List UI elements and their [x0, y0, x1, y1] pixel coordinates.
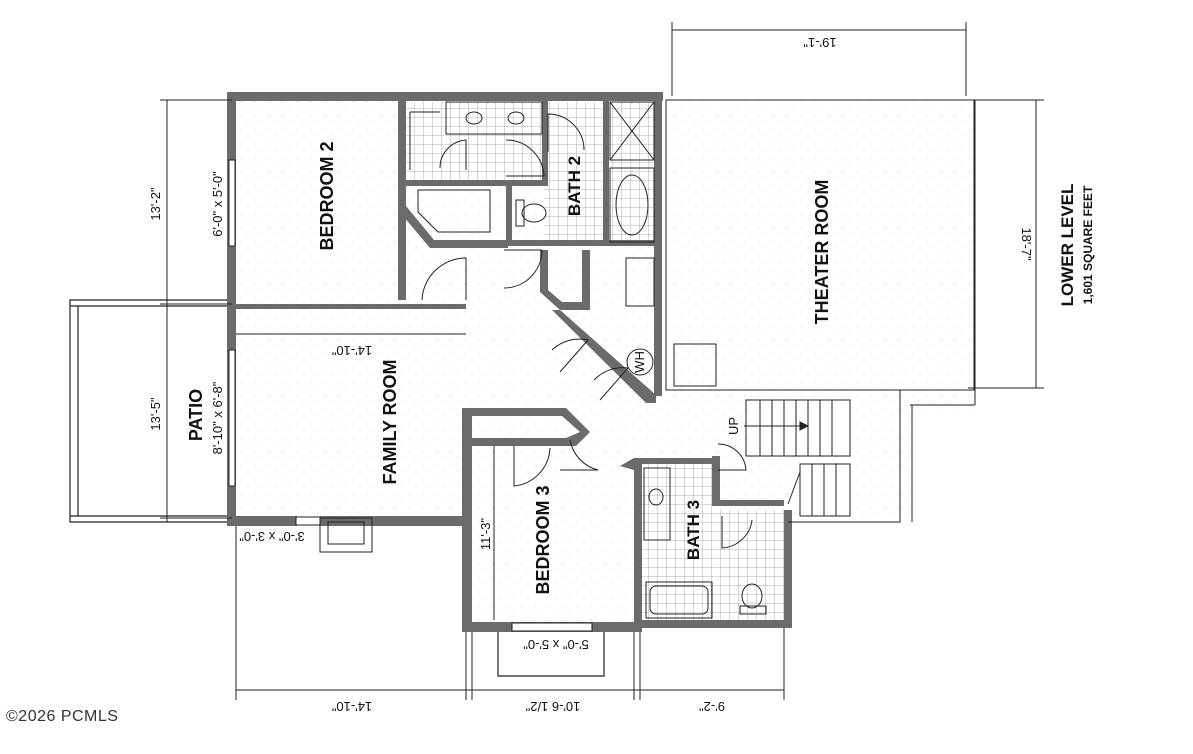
room-label-bath-2: BATH 2	[565, 156, 584, 216]
stairs	[744, 399, 851, 517]
patio-outline	[69, 299, 605, 677]
dim-bottom-family: 14'-10"	[331, 699, 372, 714]
theater-outline	[665, 99, 976, 523]
dim-bottom-bedroom3: 10'-6 1/2"	[525, 699, 580, 714]
copyright-notice: ©2026 PCMLS	[6, 708, 119, 725]
sink-icon	[507, 111, 525, 125]
windows	[228, 159, 593, 632]
level-area: 1,601 SQUARE FEET	[1081, 185, 1095, 304]
dim-family-width: 14'-10"	[331, 343, 372, 358]
stair-arrow-icon	[799, 421, 810, 431]
water-heater-label: WH	[632, 351, 647, 373]
dim-top-theater: 19'-1"	[803, 35, 837, 50]
level-title: LOWER LEVEL	[1058, 184, 1077, 307]
window-label-bedroom3: 5'-0" x 5'-0"	[523, 637, 589, 652]
bathtub-icon	[615, 174, 649, 236]
dim-left-bedroom2: 13'-2"	[148, 187, 163, 221]
window-label-family: 3'-0" x 3'-0"	[239, 529, 305, 544]
toilet-icon	[521, 203, 547, 223]
dim-bedroom3-depth: 11'-3"	[478, 518, 493, 551]
fixtures	[319, 101, 767, 619]
room-label-family: FAMILY ROOM	[380, 359, 400, 484]
dim-right-theater: 18'-7"	[1019, 227, 1034, 261]
water-heater-icon	[626, 348, 654, 376]
dim-left-patio: 13'-5"	[148, 397, 163, 431]
room-label-bath-3: BATH 3	[684, 500, 703, 560]
room-label-theater: THEATER ROOM	[812, 180, 832, 325]
window-label-patio-door: 8'-10" x 6'-8"	[210, 381, 225, 454]
doors	[409, 111, 801, 549]
window-label-bedroom2: 6'-0" x 5'-0"	[210, 171, 225, 237]
room-label-bedroom-2: BEDROOM 2	[317, 141, 337, 250]
dimension-lines	[160, 22, 1044, 700]
room-label-bedroom-3: BEDROOM 3	[533, 485, 553, 594]
stair-up-label: UP	[726, 417, 741, 435]
dim-bottom-bath3: 9'-2"	[699, 699, 725, 714]
toilet-icon	[741, 583, 763, 609]
room-label-patio: PATIO	[186, 389, 206, 441]
sink-icon	[465, 111, 483, 125]
sink-icon	[648, 488, 664, 506]
